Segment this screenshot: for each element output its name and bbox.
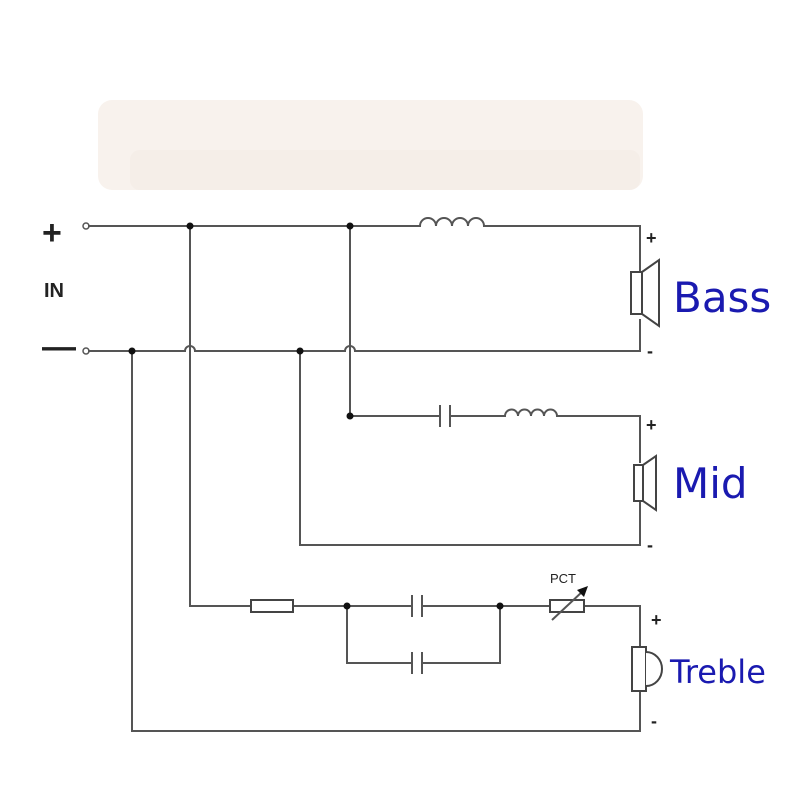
treble-plus-label: + xyxy=(651,610,662,630)
bass-plus-label: + xyxy=(646,228,657,248)
background-smudge xyxy=(98,100,643,190)
negative-rail xyxy=(88,319,641,353)
input-label: IN xyxy=(44,280,64,302)
treble-minus-label: - xyxy=(651,711,657,731)
bass-label: Bass xyxy=(673,273,771,322)
treble-speaker-icon xyxy=(631,646,663,692)
treble-label: Treble xyxy=(669,653,766,691)
treble-branch xyxy=(131,225,641,732)
mid-plus-label: + xyxy=(646,415,657,435)
ptc-thermistor xyxy=(549,586,588,621)
positive-rail xyxy=(88,225,641,271)
mid-label: Mid xyxy=(673,459,748,508)
input-minus-sign: — xyxy=(42,328,76,366)
junction-dots xyxy=(128,222,504,610)
mid-inductor xyxy=(504,408,558,417)
ptc-label: PCT xyxy=(550,571,576,586)
treble-capacitor-top xyxy=(411,595,423,617)
treble-capacitor-bottom xyxy=(411,652,423,674)
input-plus-sign: + xyxy=(42,214,62,252)
mid-capacitor xyxy=(439,405,451,427)
bass-inductor xyxy=(419,217,486,227)
mid-speaker-icon xyxy=(633,454,657,512)
bass-speaker-icon xyxy=(630,258,660,328)
treble-resistor xyxy=(250,599,294,613)
mid-branch xyxy=(299,225,641,546)
bass-minus-label: - xyxy=(647,341,653,361)
mid-minus-label: - xyxy=(647,535,653,555)
